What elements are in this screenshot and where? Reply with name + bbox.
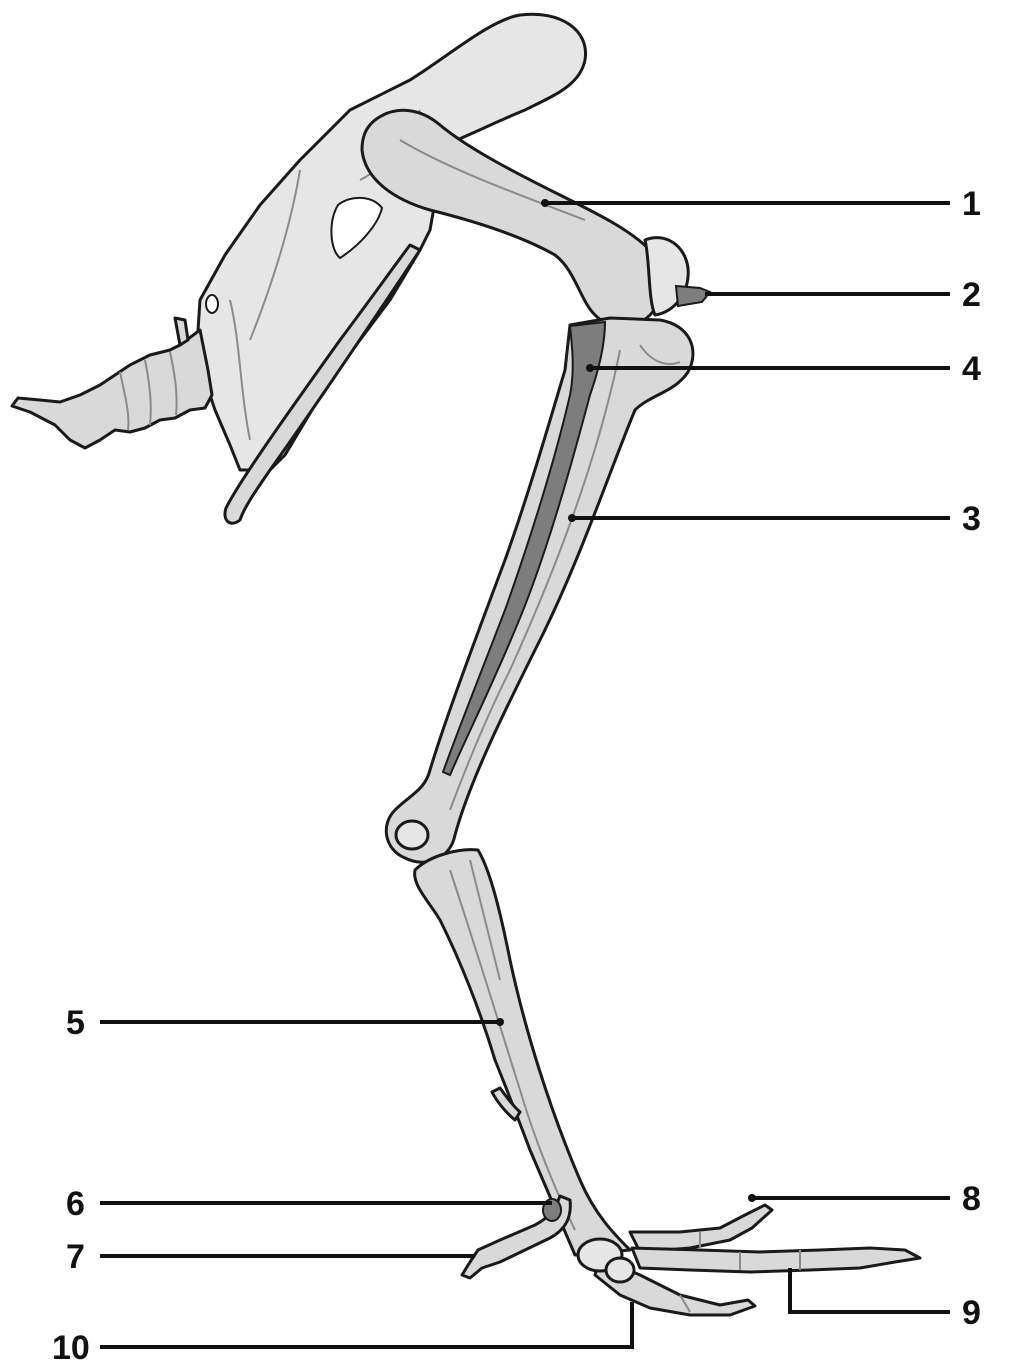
toes: [462, 1196, 920, 1315]
label-5: 5: [66, 1004, 85, 1042]
label-8: 8: [962, 1180, 981, 1218]
patella: [676, 286, 710, 306]
label-3: 3: [962, 500, 981, 538]
pelvis: [198, 14, 586, 523]
leader-line-9: [790, 1268, 950, 1312]
label-10: 10: [52, 1329, 90, 1363]
label-1: 1: [962, 185, 981, 223]
tarsometatarsus: [415, 850, 630, 1255]
label-2: 2: [962, 276, 981, 314]
label-6: 6: [66, 1185, 85, 1223]
tail-vertebrae: [12, 318, 212, 448]
label-4: 4: [962, 350, 981, 388]
label-7: 7: [66, 1238, 85, 1276]
tibiotarsus: [386, 318, 693, 862]
leader-line-10: [100, 1302, 632, 1347]
label-9: 9: [962, 1294, 981, 1332]
